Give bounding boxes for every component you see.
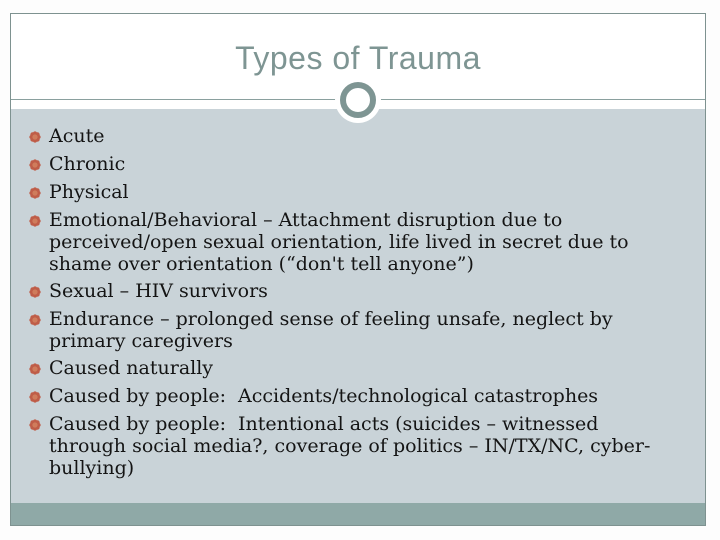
ring-icon <box>340 82 376 118</box>
list-item: Caused naturally <box>29 357 677 380</box>
flower-bullet-icon <box>29 413 49 436</box>
bullet-text: Sexual – HIV survivors <box>49 280 268 302</box>
slide-frame: Types of Trauma Acute Chronic Physical E… <box>10 13 706 526</box>
list-item: Emotional/Behavioral – Attachment disrup… <box>29 209 677 275</box>
bullet-text: Acute <box>49 125 105 147</box>
list-item: Acute <box>29 125 677 148</box>
list-item: Caused by people: Intentional acts (suic… <box>29 413 677 479</box>
bullet-list: Acute Chronic Physical Emotional/Behavio… <box>11 109 705 503</box>
bullet-text: Caused by people: Accidents/technologica… <box>49 385 599 407</box>
bullet-text: Endurance – prolonged sense of feeling u… <box>49 308 619 352</box>
flower-bullet-icon <box>29 385 49 408</box>
list-item: Endurance – prolonged sense of feeling u… <box>29 308 677 352</box>
bullet-text: Caused naturally <box>49 357 214 379</box>
list-item: Chronic <box>29 153 677 176</box>
flower-bullet-icon <box>29 125 49 148</box>
footer-accent-band <box>11 503 705 525</box>
flower-bullet-icon <box>29 209 49 232</box>
flower-bullet-icon <box>29 181 49 204</box>
flower-bullet-icon <box>29 357 49 380</box>
flower-bullet-icon <box>29 280 49 303</box>
bullet-text: Chronic <box>49 153 126 175</box>
list-item: Sexual – HIV survivors <box>29 280 677 303</box>
list-item: Physical <box>29 181 677 204</box>
bullet-text: Caused by people: Intentional acts (suic… <box>49 413 651 479</box>
bullet-text: Physical <box>49 181 129 203</box>
bullet-text: Emotional/Behavioral – Attachment disrup… <box>49 209 635 275</box>
page-title: Types of Trauma <box>235 40 481 76</box>
list-item: Caused by people: Accidents/technologica… <box>29 385 677 408</box>
divider-circle-ornament <box>335 77 381 123</box>
flower-bullet-icon <box>29 308 49 331</box>
flower-bullet-icon <box>29 153 49 176</box>
